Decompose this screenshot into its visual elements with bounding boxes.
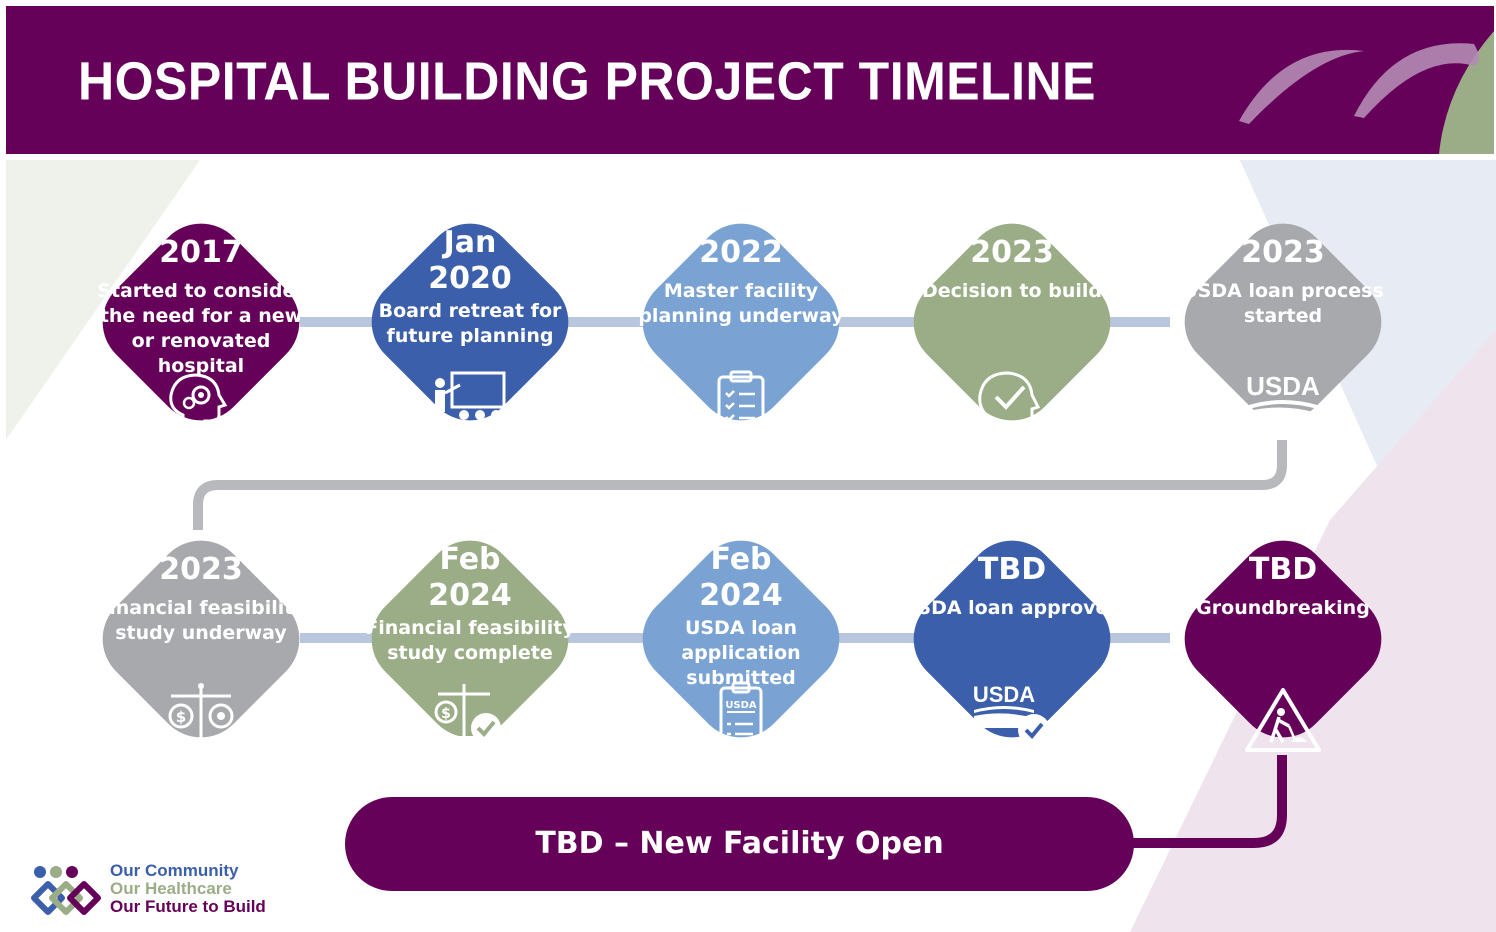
- usda-logo-icon: USDA: [1246, 371, 1320, 427]
- milestone-date: 2017: [159, 235, 243, 270]
- milestone-diamond: [1184, 540, 1382, 738]
- milestone-10: TBD Groundbreaking: [1158, 514, 1408, 764]
- usda-check-icon: USDA: [973, 682, 1050, 746]
- logo-mark: [31, 866, 101, 915]
- milestone-description: Master facility planning underway: [638, 280, 844, 327]
- milestone-diamond: [642, 223, 840, 421]
- logo-line-2: Our Healthcare: [110, 879, 232, 898]
- head-check-icon: [978, 371, 1041, 433]
- usda-clipboard-icon: USDA: [719, 681, 763, 746]
- presentation-icon: [435, 371, 506, 433]
- milestone-diamond: [1184, 223, 1382, 421]
- balance-scale-icon: $: [168, 683, 234, 743]
- logo-line-1: Our Community: [110, 861, 239, 880]
- milestone-diamond: [913, 223, 1111, 421]
- page-title: HOSPITAL BUILDING PROJECT TIMELINE: [78, 51, 1096, 112]
- logo-line-3: Our Future to Build: [110, 897, 266, 916]
- svg-text:USDA: USDA: [725, 700, 757, 711]
- milestone-diamond: [913, 540, 1111, 738]
- milestone-description: Board retreat for future planning: [378, 300, 562, 347]
- milestone-description: Financial feasibility study complete: [365, 617, 575, 664]
- swoosh-decoration: [1239, 31, 1494, 154]
- milestone-description: Financial feasibility study underway: [96, 597, 306, 644]
- svg-text:$: $: [441, 706, 451, 722]
- logo: Our Community Our Healthcare Our Future …: [30, 862, 300, 922]
- milestone-date: 2022: [699, 235, 783, 270]
- header-banner: HOSPITAL BUILDING PROJECT TIMELINE: [6, 6, 1494, 154]
- head-gears-icon: [169, 373, 228, 429]
- milestone-description: USDA loan application submitted: [681, 617, 801, 689]
- milestone-date: TBD: [1248, 552, 1318, 587]
- milestone-description: USDA loan approved: [901, 597, 1123, 619]
- milestone-date: 2023: [970, 235, 1054, 270]
- construction-sign-icon: [1245, 688, 1321, 752]
- bg-shape-green: [6, 160, 200, 440]
- milestone-description: Groundbreaking: [1196, 597, 1370, 619]
- scale-check-icon: $: [434, 684, 501, 743]
- svg-text:$: $: [176, 708, 186, 726]
- milestone-diamond: [102, 223, 300, 421]
- milestone-date: TBD: [977, 552, 1047, 587]
- milestone-diamond: [371, 223, 569, 421]
- milestone-date: 2023: [1241, 235, 1325, 270]
- milestone-date: 2023: [159, 552, 243, 587]
- final-milestone-bar: TBD – New Facility Open: [345, 797, 1134, 891]
- milestone-description: Started to consider the need for a new o…: [97, 280, 305, 377]
- svg-text:USDA: USDA: [973, 682, 1035, 707]
- milestone-diamond: [102, 540, 300, 738]
- milestone-description: USDA loan process started: [1182, 280, 1384, 327]
- milestone-description: Decision to build: [922, 280, 1102, 302]
- clipboard-checklist-icon: [717, 370, 765, 435]
- milestone-diamond: [642, 540, 840, 738]
- svg-text:USDA: USDA: [1246, 371, 1320, 401]
- milestone-diamond: [371, 540, 569, 738]
